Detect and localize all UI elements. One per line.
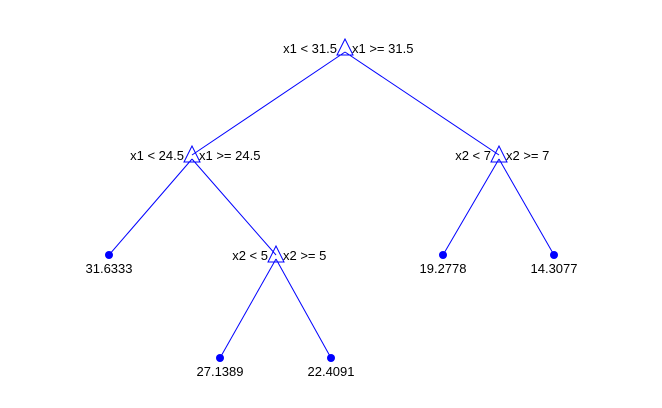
split-right-label: x1 >= 31.5 <box>352 41 413 56</box>
split-left-label: x2 < 7 <box>455 148 491 163</box>
split-right-label: x2 >= 5 <box>283 248 326 263</box>
leaf-node: 19.2778 <box>420 251 467 276</box>
tree-edge <box>498 158 555 256</box>
branch-node: x1 < 24.5 x1 >= 24.5 <box>130 144 260 163</box>
leaf-node: 22.4091 <box>308 354 355 379</box>
tree-edge <box>219 258 277 359</box>
leaf-node: 31.6333 <box>86 251 133 276</box>
branch-triangle-icon <box>267 244 285 263</box>
leaf-value-label: 31.6333 <box>86 261 133 276</box>
leaf-marker-icon <box>439 251 447 259</box>
tree-edge <box>108 158 193 256</box>
leaf-node: 27.1389 <box>197 354 244 379</box>
branch-node: x1 < 31.5 x1 >= 31.5 <box>283 37 413 56</box>
split-right-label: x1 >= 24.5 <box>199 148 260 163</box>
branch-triangle-icon <box>336 37 354 56</box>
leaf-value-label: 14.3077 <box>531 261 578 276</box>
leaf-value-label: 19.2778 <box>420 261 467 276</box>
split-left-label: x1 < 31.5 <box>283 41 337 56</box>
split-right-label: x2 >= 7 <box>506 148 549 163</box>
tree-edge <box>442 158 500 256</box>
leaf-marker-icon <box>550 251 558 259</box>
tree-edge <box>191 158 277 256</box>
split-left-label: x1 < 24.5 <box>130 148 184 163</box>
tree-edge <box>275 258 332 359</box>
leaf-marker-icon <box>105 251 113 259</box>
leaf-value-label: 22.4091 <box>308 364 355 379</box>
leaf-marker-icon <box>216 354 224 362</box>
branch-node: x2 < 7 x2 >= 7 <box>455 144 549 163</box>
tree-edge <box>191 51 346 156</box>
leaf-node: 14.3077 <box>531 251 578 276</box>
split-left-label: x2 < 5 <box>232 248 268 263</box>
branch-triangle-icon <box>490 144 508 163</box>
branch-triangle-icon <box>183 144 201 163</box>
tree-edge <box>344 51 500 156</box>
leaf-marker-icon <box>327 354 335 362</box>
branch-node: x2 < 5 x2 >= 5 <box>232 244 326 263</box>
leaf-value-label: 27.1389 <box>197 364 244 379</box>
